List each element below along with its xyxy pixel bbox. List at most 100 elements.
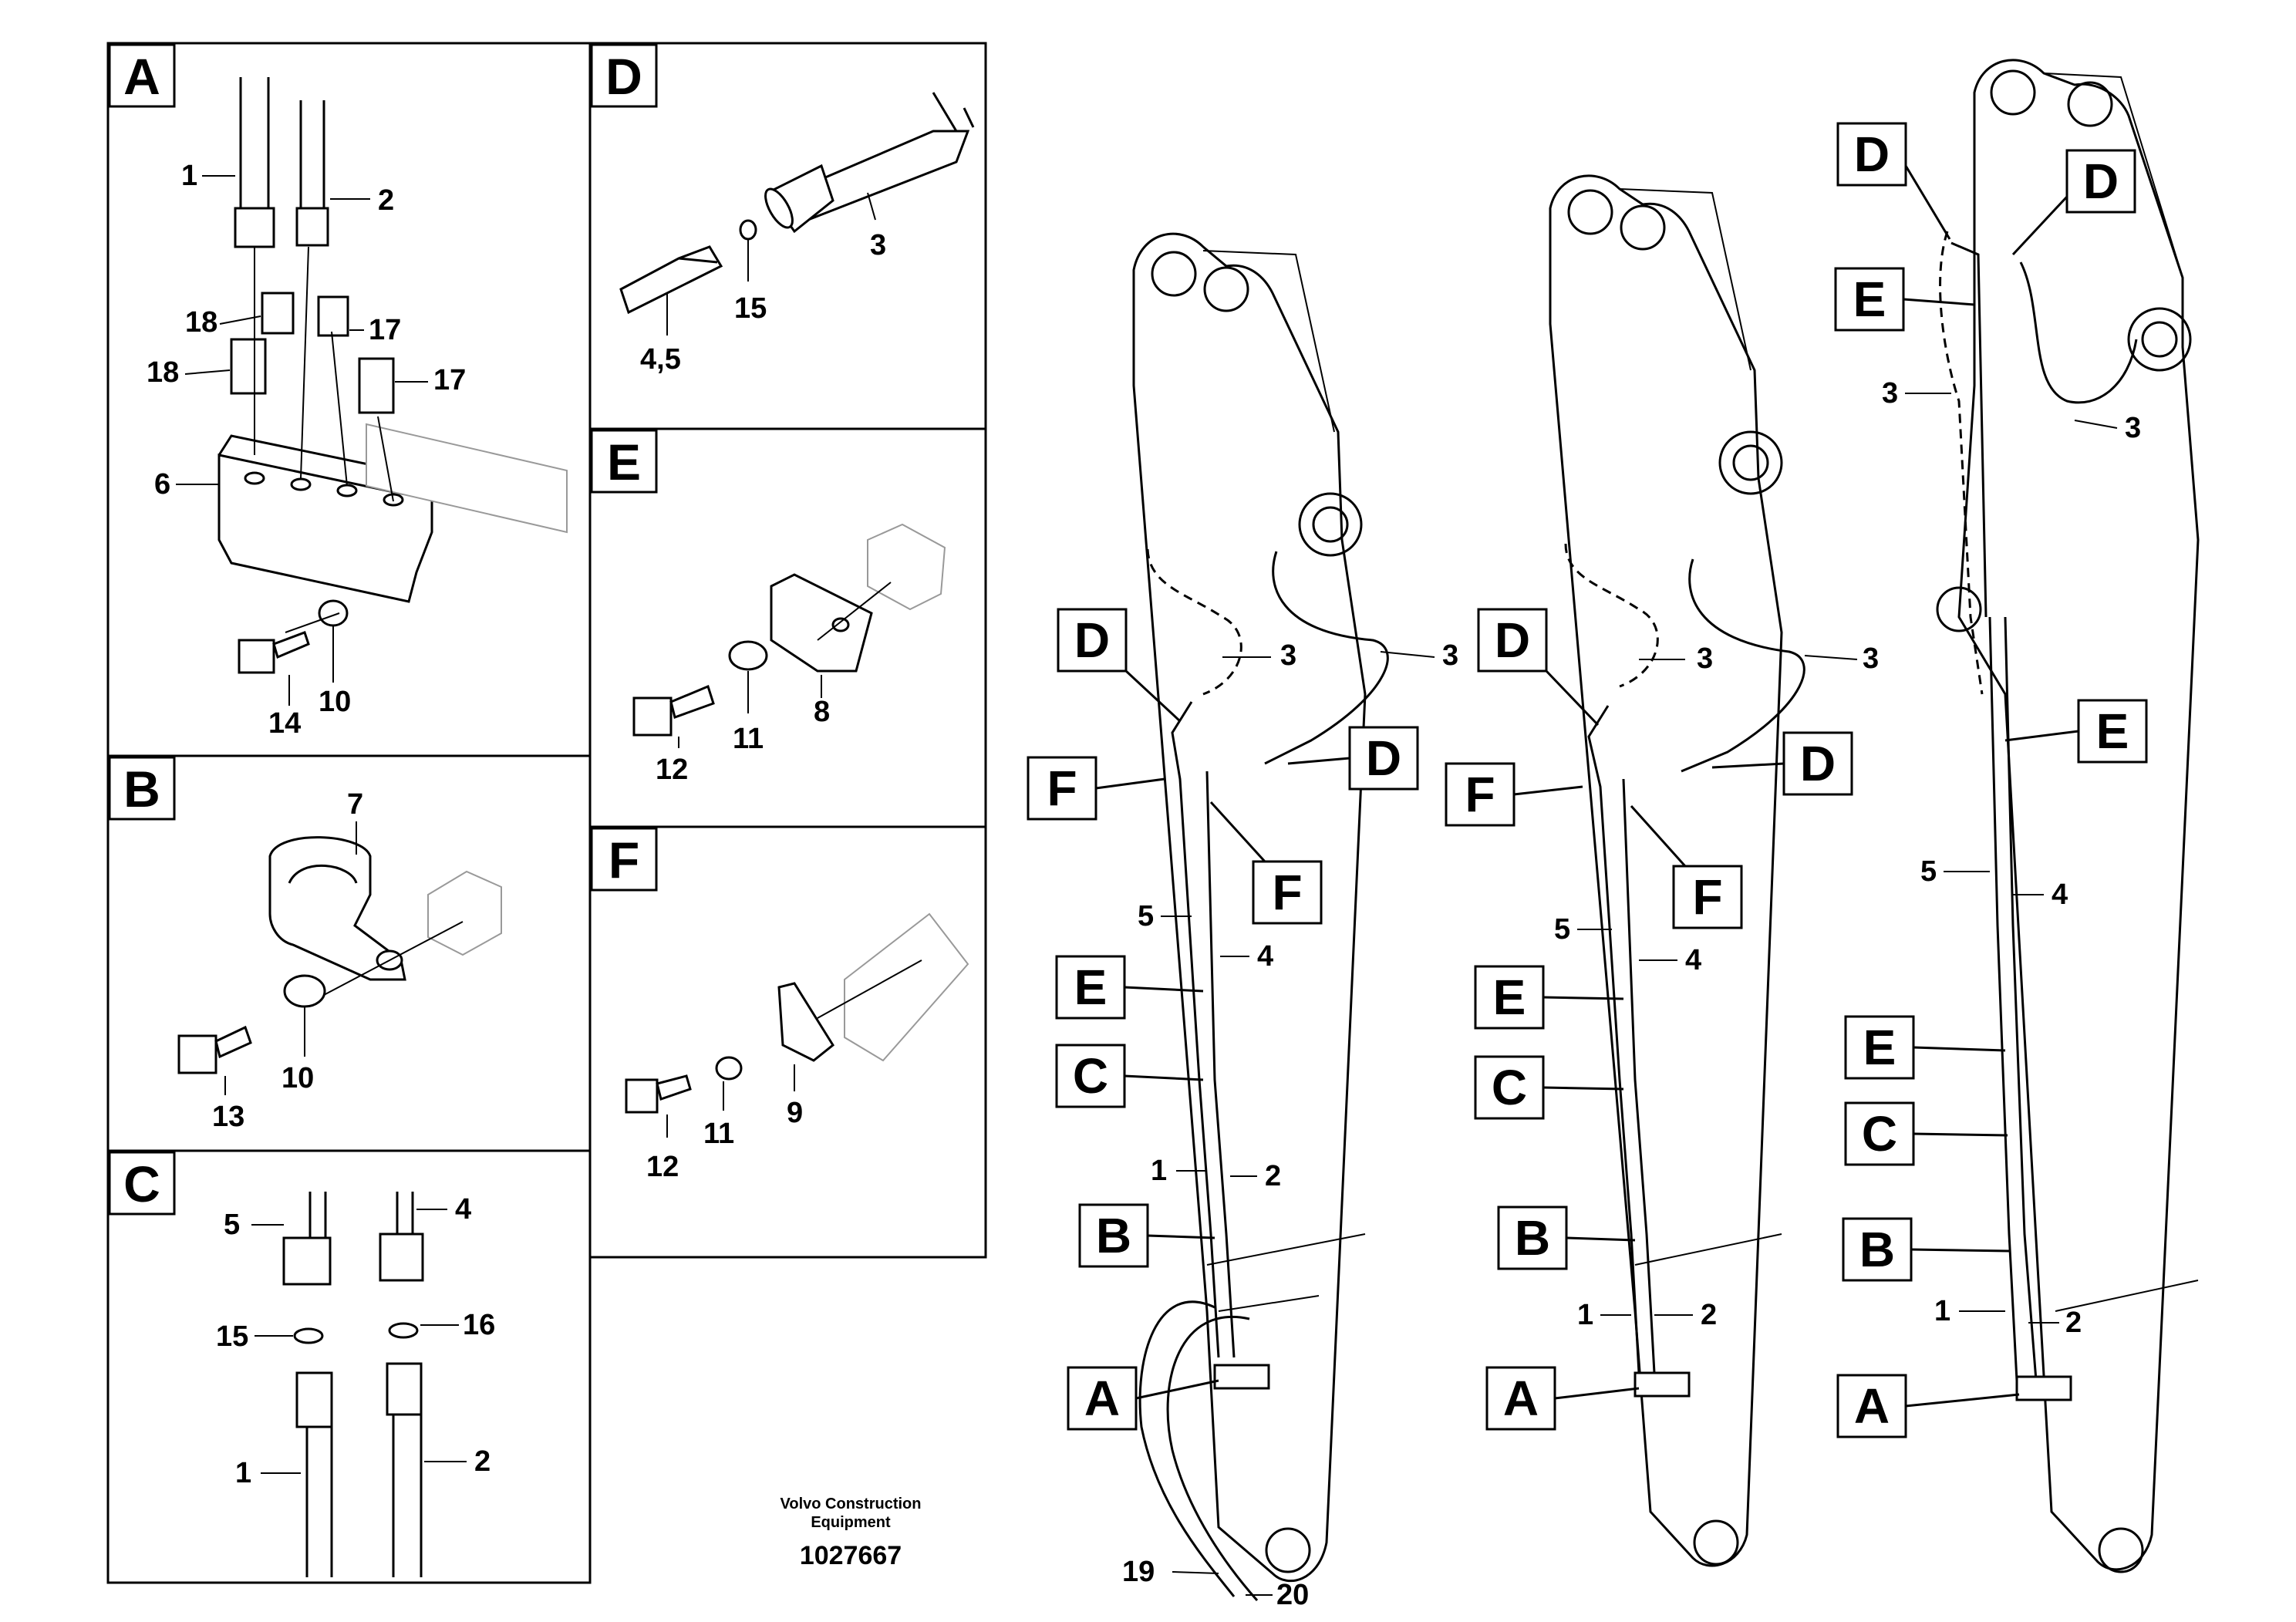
hose-20 (1166, 1316, 1259, 1601)
panel-e-content: 8 11 12 (632, 523, 946, 786)
hose-5-3 (1988, 616, 2018, 1381)
svg-text:D: D (1366, 730, 1401, 786)
hose-3-solid-3 (2019, 261, 2138, 404)
figure-number: 1027667 (800, 1541, 902, 1570)
clamp-8 (770, 573, 873, 673)
svg-text:D: D (605, 48, 642, 105)
hose-2 (299, 100, 325, 208)
svg-text:7: 7 (347, 788, 363, 821)
panel-a-frame (106, 42, 592, 757)
callout-f-1b: F (1209, 801, 1323, 925)
hose-4-2 (1622, 778, 1656, 1374)
svg-text:5: 5 (1554, 913, 1570, 946)
mounting-block-b (427, 870, 502, 956)
svg-text:C: C (1073, 1048, 1108, 1104)
svg-text:18: 18 (185, 306, 217, 339)
panel-d-content: 3 15 4,5 (619, 92, 975, 376)
svg-text:E: E (2096, 703, 2129, 759)
callout-a-2: A (1485, 1366, 1640, 1431)
bolt-12-f (625, 1078, 659, 1114)
svg-text:D: D (1495, 612, 1530, 668)
svg-text:E: E (1853, 271, 1886, 327)
callout-c-2: C (1474, 1055, 1624, 1120)
callout-c-1: C (1055, 1044, 1204, 1108)
mounting-block-f (844, 912, 969, 1062)
svg-text:10: 10 (319, 686, 351, 718)
oring-16 (388, 1322, 419, 1339)
washer-10 (318, 599, 349, 627)
boom-outline-2 (1549, 174, 1783, 1567)
block-a-1 (1213, 1364, 1270, 1390)
svg-text:11: 11 (733, 723, 764, 755)
hose-3-solid-2 (1681, 558, 1805, 773)
hose-4 (396, 1192, 414, 1234)
panel-b-content: 7 10 13 (177, 788, 502, 1133)
svg-text:A: A (1084, 1371, 1120, 1426)
fitting-5 (282, 1236, 332, 1286)
panel-tag-b: B (108, 756, 176, 821)
callout-d-2a: D (1477, 608, 1600, 727)
callout-e-1: E (1055, 955, 1204, 1020)
callout-c-3: C (1844, 1101, 2008, 1166)
svg-text:C: C (1492, 1060, 1527, 1115)
svg-text:3: 3 (1280, 639, 1296, 672)
bolt-12-e (632, 696, 673, 737)
svg-text:12: 12 (656, 754, 688, 786)
hose-5 (308, 1192, 327, 1238)
footer: Volvo Construction Equipment 1027667 (781, 1496, 922, 1570)
svg-text:13: 13 (212, 1101, 244, 1133)
hose-2-c (392, 1415, 423, 1577)
svg-text:11: 11 (703, 1118, 734, 1150)
oring-15-d (739, 219, 757, 241)
svg-text:F: F (609, 831, 639, 889)
svg-text:B: B (1859, 1222, 1895, 1277)
panel-tag-f: F (590, 827, 658, 892)
callout-e-2: E (1474, 965, 1624, 1030)
callout-d-1b: D (1287, 726, 1419, 791)
svg-text:1: 1 (1577, 1299, 1593, 1331)
svg-text:3: 3 (2125, 412, 2141, 444)
svg-text:4: 4 (1257, 940, 1273, 973)
svg-text:1: 1 (181, 160, 197, 192)
svg-text:17: 17 (369, 314, 401, 346)
hose-1-c (305, 1427, 333, 1577)
oring-15 (293, 1327, 324, 1344)
svg-text:2: 2 (474, 1445, 491, 1478)
svg-text:1: 1 (1151, 1155, 1167, 1187)
callout-b-1: B (1078, 1203, 1215, 1268)
panel-tag-e: E (590, 429, 658, 494)
svg-text:9: 9 (787, 1097, 803, 1129)
panel-c-content: 5 4 15 16 1 2 (216, 1192, 495, 1577)
adapter-17a (317, 295, 349, 337)
boom-view-1: D D F F E C B (1027, 232, 1458, 1611)
svg-text:1: 1 (235, 1457, 251, 1489)
panel-c-frame (106, 1149, 592, 1584)
svg-text:F: F (1272, 865, 1302, 920)
fitting-45-d (619, 245, 723, 315)
callout-d-1a: D (1057, 608, 1182, 723)
panel-a-content: 1 2 18 18 17 17 6 14 10 (147, 77, 568, 740)
svg-text:2: 2 (2065, 1307, 2082, 1339)
clamp-7 (268, 836, 406, 981)
callout-e-3a: E (1834, 267, 1975, 332)
panel-tag-a: A (108, 43, 176, 108)
callout-f-2a: F (1445, 762, 1583, 827)
callout-e-3c: E (1844, 1015, 2006, 1080)
svg-text:A: A (1854, 1378, 1890, 1434)
mounting-bracket (366, 423, 568, 534)
hose-5-1 (1171, 701, 1220, 1358)
block-a-2 (1633, 1371, 1691, 1398)
svg-text:E: E (1074, 959, 1108, 1015)
hose-5-2 (1587, 705, 1640, 1374)
svg-text:F: F (1047, 760, 1077, 816)
hose-1 (239, 77, 270, 208)
svg-text:D: D (2083, 153, 2119, 209)
svg-text:B: B (123, 760, 160, 818)
panel-tag-d: D (590, 43, 658, 108)
callout-a-1: A (1067, 1366, 1219, 1431)
detail-panels: A B C D E F (106, 42, 987, 1584)
boom-view-2: D D F F E C B (1445, 174, 1879, 1567)
svg-text:8: 8 (814, 696, 830, 728)
svg-text:3: 3 (870, 229, 886, 261)
